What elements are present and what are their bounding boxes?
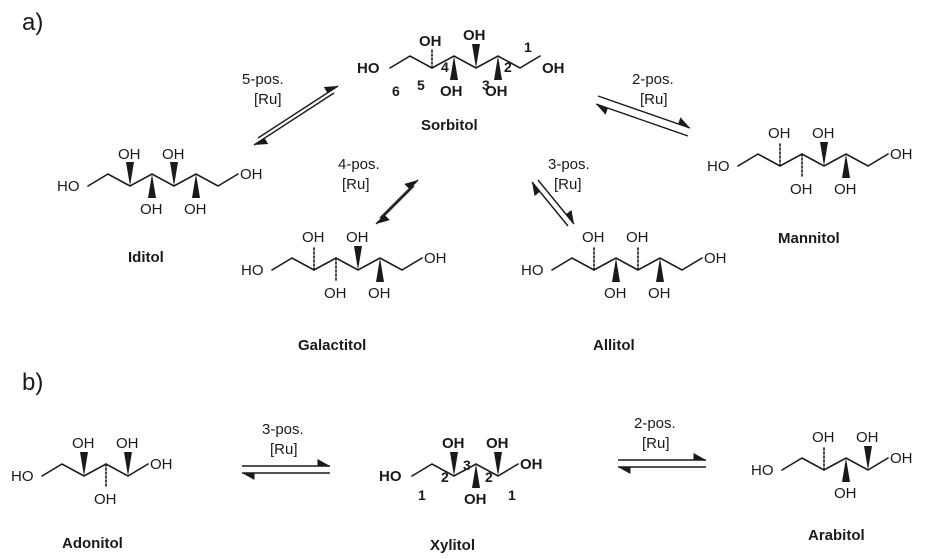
sorbitol-carbon-6: 6 bbox=[392, 83, 400, 99]
arabitol-ho-label: HO bbox=[751, 462, 774, 479]
xylitol-oh-a: OH bbox=[442, 435, 465, 452]
mannitol-oh-c: OH bbox=[812, 125, 835, 142]
catalyst-2pos: [Ru] bbox=[640, 91, 668, 108]
xylitol-carbon-1-right: 1 bbox=[508, 487, 516, 503]
condition-2pos: 2-pos. bbox=[632, 71, 674, 88]
adonitol-name: Adonitol bbox=[62, 535, 123, 552]
allitol-oh-e: OH bbox=[704, 250, 727, 267]
allitol-structure: HO OH OH OH OH OH Allitol bbox=[521, 229, 727, 354]
galactitol-oh-b: OH bbox=[324, 285, 347, 302]
allitol-ho-label: HO bbox=[521, 262, 544, 279]
mannitol-structure: HO OH OH OH OH OH Mannitol bbox=[707, 125, 913, 247]
section-a-label: a) bbox=[22, 9, 43, 36]
allitol-oh-b: OH bbox=[604, 285, 627, 302]
xylitol-oh-d: OH bbox=[520, 456, 543, 473]
mannitol-oh-d: OH bbox=[834, 181, 857, 198]
equilibrium-arrow-2pos bbox=[595, 95, 691, 137]
adonitol-oh-b: OH bbox=[94, 491, 117, 508]
condition-3pos: 3-pos. bbox=[548, 156, 590, 173]
arabitol-oh-d: OH bbox=[890, 450, 913, 467]
allitol-name: Allitol bbox=[593, 337, 635, 354]
xylitol-carbon-2-left: 2 bbox=[441, 469, 449, 485]
sorbitol-oh-2: OH bbox=[485, 83, 508, 100]
sorbitol-structure: HO OH OH OH OH OH 1 2 3 4 5 6 Sorbitol bbox=[357, 27, 565, 134]
xylitol-carbon-3: 3 bbox=[463, 457, 471, 473]
arabitol-oh-a: OH bbox=[812, 429, 835, 446]
equilibrium-arrow-b-3pos bbox=[242, 459, 330, 480]
adonitol-oh-d: OH bbox=[150, 456, 173, 473]
mannitol-oh-a: OH bbox=[768, 125, 791, 142]
equilibrium-arrow-5pos bbox=[253, 85, 339, 146]
sorbitol-carbon-3: 3 bbox=[482, 77, 490, 93]
sorbitol-oh-1: OH bbox=[542, 60, 565, 77]
iditol-oh-e: OH bbox=[240, 166, 263, 183]
xylitol-carbon-1-left: 1 bbox=[418, 487, 426, 503]
xylitol-oh-b: OH bbox=[464, 491, 487, 508]
iditol-oh-b: OH bbox=[140, 201, 163, 218]
iditol-oh-d: OH bbox=[184, 201, 207, 218]
iditol-oh-c: OH bbox=[162, 146, 185, 163]
sorbitol-ho-label: HO bbox=[357, 60, 380, 77]
adonitol-ho-label: HO bbox=[11, 468, 34, 485]
sorbitol-oh-5: OH bbox=[419, 33, 442, 50]
xylitol-name: Xylitol bbox=[430, 537, 475, 554]
equilibrium-arrow-b-2pos bbox=[618, 453, 706, 474]
sorbitol-name: Sorbitol bbox=[421, 117, 478, 134]
catalyst-4pos: [Ru] bbox=[342, 176, 370, 193]
sorbitol-oh-3: OH bbox=[463, 27, 486, 44]
sorbitol-carbon-1: 1 bbox=[524, 39, 532, 55]
catalyst-3pos: [Ru] bbox=[554, 176, 582, 193]
condition-b-2pos: 2-pos. bbox=[634, 415, 676, 432]
adonitol-oh-c: OH bbox=[116, 435, 139, 452]
condition-4pos: 4-pos. bbox=[338, 156, 380, 173]
galactitol-oh-d: OH bbox=[368, 285, 391, 302]
sorbitol-carbon-5: 5 bbox=[417, 77, 425, 93]
galactitol-oh-a: OH bbox=[302, 229, 325, 246]
catalyst-5pos: [Ru] bbox=[254, 91, 282, 108]
allitol-oh-a: OH bbox=[582, 229, 605, 246]
section-b-label: b) bbox=[22, 369, 43, 396]
arabitol-oh-b: OH bbox=[834, 485, 857, 502]
condition-5pos: 5-pos. bbox=[242, 71, 284, 88]
iditol-structure: HO OH OH OH OH OH Iditol bbox=[57, 146, 263, 266]
sorbitol-oh-4: OH bbox=[440, 83, 463, 100]
allitol-oh-c: OH bbox=[626, 229, 649, 246]
xylitol-ho-label: HO bbox=[379, 468, 402, 485]
galactitol-structure: HO OH OH OH OH OH Galactitol bbox=[241, 229, 447, 354]
adonitol-oh-a: OH bbox=[72, 435, 95, 452]
galactitol-ho-label: HO bbox=[241, 262, 264, 279]
allitol-oh-d: OH bbox=[648, 285, 671, 302]
equilibrium-arrow-3pos bbox=[531, 179, 575, 227]
arabitol-name: Arabitol bbox=[808, 527, 865, 544]
mannitol-name: Mannitol bbox=[778, 230, 840, 247]
sorbitol-carbon-2: 2 bbox=[504, 59, 512, 75]
galactitol-name: Galactitol bbox=[298, 337, 366, 354]
arabitol-structure: HO OH OH OH OH Arabitol bbox=[751, 429, 913, 544]
xylitol-structure: HO OH OH OH OH 1 2 3 2 1 Xylitol bbox=[379, 435, 543, 554]
iditol-name: Iditol bbox=[128, 249, 164, 266]
equilibrium-arrow-4pos bbox=[375, 179, 419, 225]
xylitol-oh-c: OH bbox=[486, 435, 509, 452]
adonitol-structure: HO OH OH OH OH Adonitol bbox=[11, 435, 173, 552]
galactitol-oh-e: OH bbox=[424, 250, 447, 267]
iditol-ho-label: HO bbox=[57, 178, 80, 195]
catalyst-b-2pos: [Ru] bbox=[642, 435, 670, 452]
arabitol-oh-c: OH bbox=[856, 429, 879, 446]
mannitol-oh-e: OH bbox=[890, 146, 913, 163]
xylitol-carbon-2-right: 2 bbox=[485, 469, 493, 485]
galactitol-oh-c: OH bbox=[346, 229, 369, 246]
iditol-oh-a: OH bbox=[118, 146, 141, 163]
condition-b-3pos: 3-pos. bbox=[262, 421, 304, 438]
mannitol-oh-b: OH bbox=[790, 181, 813, 198]
mannitol-ho-label: HO bbox=[707, 158, 730, 175]
sorbitol-carbon-4: 4 bbox=[441, 59, 449, 75]
catalyst-b-3pos: [Ru] bbox=[270, 441, 298, 458]
